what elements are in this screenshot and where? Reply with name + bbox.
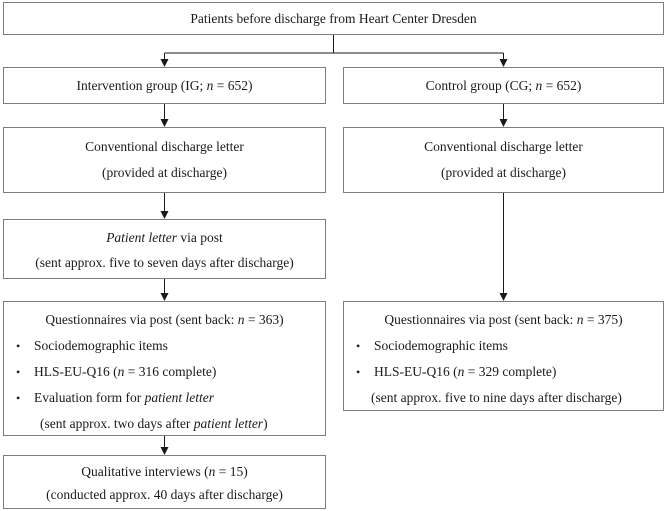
box-patients-before-discharge: Patients before discharge from Heart Cen… [3, 2, 664, 35]
ig-quest-bullet-2: •HLS-EU-Q16 (n = 316 complete) [4, 359, 325, 385]
box-intervention-group: Intervention group (IG; n = 652) [3, 67, 326, 104]
box-cg-conventional-letter: Conventional discharge letter (provided … [343, 127, 664, 193]
n-symbol: n [576, 312, 584, 327]
bullet-icon: • [356, 365, 361, 379]
ig-conv-line2: (provided at discharge) [102, 165, 227, 180]
ig-quest-bullet-3: •Evaluation form for patient letter [4, 385, 325, 411]
ig-group-label: Intervention group (IG; n = 652) [76, 78, 253, 93]
box-ig-conventional-letter: Conventional discharge letter (provided … [3, 127, 326, 193]
cg-quest-bullet-1: •Sociodemographic items [344, 333, 663, 359]
cg-quest-bullet-2: •HLS-EU-Q16 (n = 329 complete) [344, 359, 663, 385]
n-symbol: n [206, 78, 214, 93]
ig-qual-line2: (conducted approx. 40 days after dischar… [46, 487, 283, 502]
cg-quest-title: Questionnaires via post (sent back: n = … [384, 312, 623, 327]
bullet-icon: • [16, 365, 21, 379]
cg-group-label: Control group (CG; n = 652) [425, 78, 582, 93]
ig-quest-note: (sent approx. two days after patient let… [40, 416, 268, 431]
n-symbol: n [208, 464, 216, 479]
n-symbol: n [237, 312, 245, 327]
ig-conv-line1: Conventional discharge letter [85, 139, 244, 154]
n-symbol: n [457, 364, 465, 379]
box-control-group: Control group (CG; n = 652) [343, 67, 664, 104]
ig-quest-bullet-1: •Sociodemographic items [4, 333, 325, 359]
bullet-icon: • [16, 391, 21, 405]
bullet-icon: • [356, 339, 361, 353]
cg-conv-line1: Conventional discharge letter [424, 139, 583, 154]
ig-letter-line2: (sent approx. five to seven days after d… [35, 255, 294, 270]
n-symbol: n [535, 78, 543, 93]
cg-quest-note: (sent approx. five to nine days after di… [371, 390, 622, 405]
n-symbol: n [117, 364, 125, 379]
box-cg-questionnaires: Questionnaires via post (sent back: n = … [343, 301, 664, 411]
box-ig-patient-letter: Patient letter via post (sent approx. fi… [3, 219, 326, 279]
box-ig-questionnaires: Questionnaires via post (sent back: n = … [3, 301, 326, 436]
box-ig-qualitative-interviews: Qualitative interviews (n = 15) (conduct… [3, 455, 326, 509]
bullet-icon: • [16, 339, 21, 353]
ig-letter-line1: Patient letter via post [106, 230, 223, 245]
top-box-label: Patients before discharge from Heart Cen… [190, 11, 477, 26]
ig-qual-line1: Qualitative interviews (n = 15) [81, 464, 248, 479]
cg-conv-line2: (provided at discharge) [441, 165, 566, 180]
ig-quest-title: Questionnaires via post (sent back: n = … [45, 312, 284, 327]
